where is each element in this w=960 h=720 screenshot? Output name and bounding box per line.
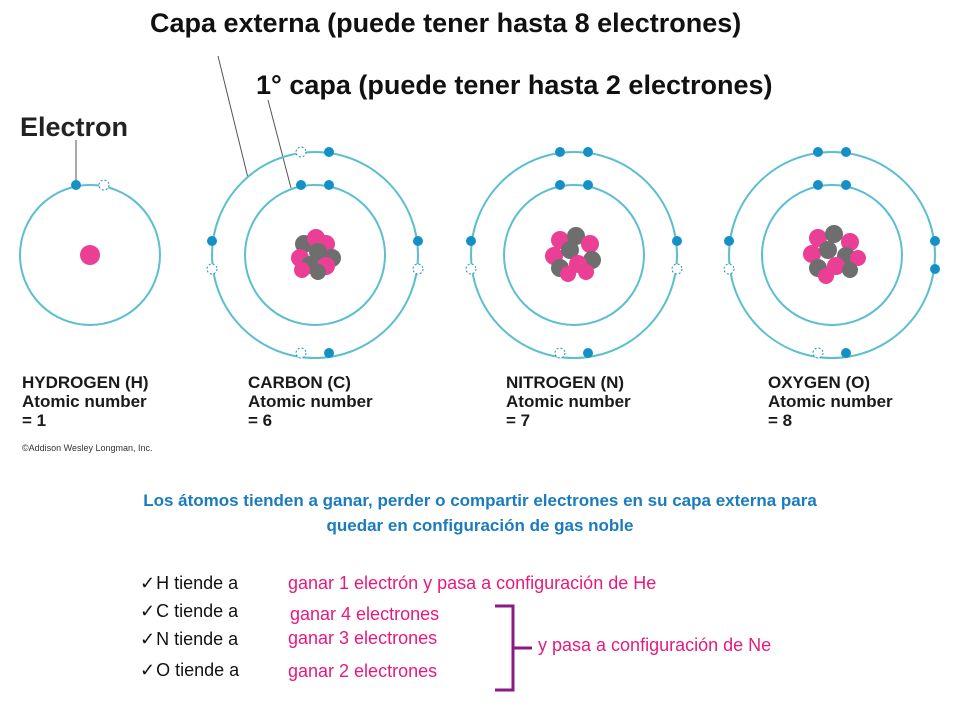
first-shell-leader-line bbox=[267, 99, 292, 189]
first-shell-title: 1° capa (puede tener hasta 2 electrones) bbox=[256, 70, 773, 100]
electron bbox=[813, 180, 823, 190]
vacancy bbox=[465, 263, 477, 275]
tendency-result: ganar 1 electrón y pasa a configuración … bbox=[288, 573, 657, 593]
oxygen-outer-shell bbox=[728, 151, 936, 359]
electron bbox=[813, 147, 823, 157]
vacancy bbox=[98, 179, 110, 191]
electron bbox=[324, 348, 334, 358]
electron bbox=[413, 236, 423, 246]
copyright-text: ©Addison Wesley Longman, Inc. bbox=[22, 443, 153, 453]
oxygen-inner-shell bbox=[761, 184, 903, 326]
tendency-c: ✓C tiende a bbox=[140, 601, 238, 622]
vacancy bbox=[206, 263, 218, 275]
nitrogen-label: NITROGEN (N) Atomic number = 7 bbox=[506, 373, 631, 430]
electron bbox=[583, 147, 593, 157]
carbon-outer-shell bbox=[211, 151, 419, 359]
electron bbox=[841, 147, 851, 157]
oxygen-nucleus bbox=[803, 225, 866, 284]
electron bbox=[583, 180, 593, 190]
carbon-atom bbox=[206, 146, 424, 359]
oxygen-label: OXYGEN (O) Atomic number = 8 bbox=[768, 373, 893, 430]
atomic-number-value: = 1 bbox=[22, 411, 47, 430]
electron bbox=[930, 264, 940, 274]
electron bbox=[207, 236, 217, 246]
tendency-h: ✓H tiende a bbox=[140, 573, 238, 594]
nitrogen-inner-shell bbox=[503, 184, 645, 326]
vacancy bbox=[554, 347, 566, 359]
summary-text: Los átomos tienden a ganar, perder o com… bbox=[0, 488, 960, 538]
electron bbox=[930, 236, 940, 246]
check-icon: ✓ bbox=[140, 660, 156, 680]
vacancy bbox=[812, 347, 824, 359]
tendency-element: H tiende a bbox=[156, 573, 239, 593]
tendency-result: ganar 2 electrones bbox=[288, 661, 438, 681]
atom-name: NITROGEN (N) bbox=[506, 373, 625, 392]
hydrogen-label: HYDROGEN (H) Atomic number = 1 bbox=[22, 373, 149, 430]
nitrogen-outer-shell bbox=[470, 151, 678, 359]
electron bbox=[841, 180, 851, 190]
tendency-element: N tiende a bbox=[156, 629, 239, 649]
electron bbox=[583, 348, 593, 358]
nitrogen-nucleus bbox=[545, 227, 601, 282]
electron bbox=[555, 147, 565, 157]
check-icon: ✓ bbox=[140, 573, 156, 593]
vacancy bbox=[723, 263, 735, 275]
atom-name: CARBON (C) bbox=[248, 373, 351, 392]
electron bbox=[841, 348, 851, 358]
atomic-number-label: Atomic number bbox=[248, 392, 373, 411]
hydrogen-proton bbox=[80, 245, 100, 265]
carbon-inner-shell bbox=[244, 184, 386, 326]
vacancy bbox=[671, 263, 683, 275]
nitrogen-atom bbox=[465, 147, 683, 359]
electron bbox=[672, 236, 682, 246]
atomic-number-label: Atomic number bbox=[22, 392, 147, 411]
check-icon: ✓ bbox=[140, 629, 156, 649]
atomic-number-value: = 6 bbox=[248, 411, 273, 430]
atom-name: HYDROGEN (H) bbox=[22, 373, 149, 392]
electron bbox=[466, 236, 476, 246]
electron bbox=[324, 180, 334, 190]
electron bbox=[296, 180, 306, 190]
bracket bbox=[495, 604, 515, 692]
electron bbox=[324, 147, 334, 157]
summary-line: Los átomos tienden a ganar, perder o com… bbox=[143, 491, 817, 535]
oxygen-atom bbox=[723, 147, 940, 359]
vacancy bbox=[295, 347, 307, 359]
vacancy bbox=[412, 263, 424, 275]
tendency-o: ✓O tiende a bbox=[140, 660, 239, 681]
tendency-result: ganar 3 electrones bbox=[288, 628, 438, 648]
atomic-number-label: Atomic number bbox=[506, 392, 631, 411]
hydrogen-atom bbox=[19, 179, 161, 326]
bracket-result: y pasa a configuración de Ne bbox=[538, 635, 772, 655]
tendency-element: O tiende a bbox=[156, 660, 240, 680]
vacancy bbox=[295, 146, 307, 158]
electron bbox=[724, 236, 734, 246]
tendency-element: C tiende a bbox=[156, 601, 239, 621]
outer-shell-title: Capa externa (puede tener hasta 8 electr… bbox=[150, 8, 742, 38]
carbon-label: CARBON (C) Atomic number = 6 bbox=[248, 373, 373, 430]
electron bbox=[71, 180, 81, 190]
atomic-number-value: = 8 bbox=[768, 411, 793, 430]
outer-shell-leader-line bbox=[217, 55, 249, 179]
atom-name: OXYGEN (O) bbox=[768, 373, 871, 392]
hydrogen-inner-shell bbox=[19, 184, 161, 326]
electron-label: Electron bbox=[20, 112, 129, 142]
atomic-number-label: Atomic number bbox=[768, 392, 893, 411]
atomic-number-value: = 7 bbox=[506, 411, 531, 430]
electron bbox=[555, 180, 565, 190]
carbon-nucleus bbox=[291, 229, 341, 280]
tendency-n: ✓N tiende a bbox=[140, 629, 238, 650]
tendency-result: ganar 4 electrones bbox=[290, 604, 440, 624]
check-icon: ✓ bbox=[140, 601, 156, 621]
